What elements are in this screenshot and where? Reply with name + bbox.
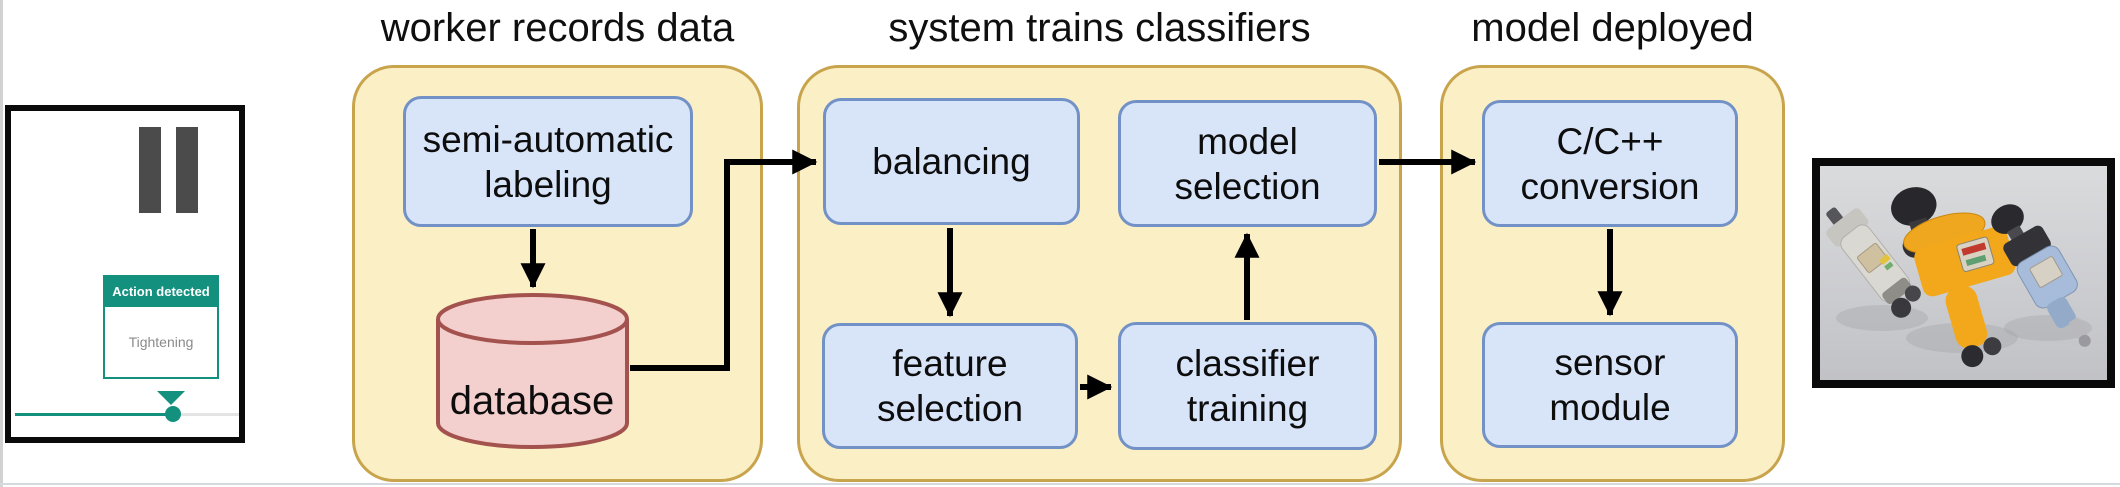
node-cpp-conversion: C/C++ conversion	[1482, 100, 1738, 227]
node-label: classifier training	[1175, 343, 1320, 429]
progress-thumb[interactable]	[165, 406, 181, 422]
video-progress-bar[interactable]	[15, 406, 239, 422]
stage-title-worker-records-data: worker records data	[380, 6, 735, 50]
white-drill	[1826, 207, 1921, 318]
database-cylinder-icon: database	[436, 293, 629, 449]
blue-drill	[1991, 204, 2091, 347]
progress-fill	[15, 413, 173, 416]
node-semi-automatic-labeling: semi-automatic labeling	[403, 96, 693, 227]
node-label: sensor module	[1549, 342, 1671, 428]
action-detected-popup: Action detected Tightening	[103, 275, 219, 379]
node-label: balancing	[872, 141, 1031, 182]
node-label: C/C++ conversion	[1520, 120, 1700, 207]
popup-title: Action detected	[103, 275, 219, 307]
pause-icon[interactable]	[139, 127, 205, 213]
pause-bar-right	[176, 127, 198, 213]
stage-title-model-deployed: model deployed	[1471, 6, 1754, 50]
page-left-edge	[0, 0, 3, 487]
pause-bar-left	[139, 127, 161, 213]
page-bottom-edge	[0, 483, 2120, 485]
yellow-drill	[1891, 187, 2016, 368]
node-classifier-training: classifier training	[1118, 322, 1377, 450]
node-label: database	[450, 379, 615, 423]
node-balancing: balancing	[823, 98, 1080, 225]
node-label: model selection	[1174, 120, 1321, 207]
node-feature-selection: feature selection	[822, 323, 1078, 449]
power-tools-illustration	[1820, 166, 2107, 380]
node-sensor-module: sensor module	[1482, 322, 1738, 448]
stage-title-system-trains-classifiers: system trains classifiers	[888, 6, 1311, 50]
timeline-marker-icon	[157, 391, 185, 405]
node-label: semi-automatic labeling	[422, 118, 674, 205]
action-label: Tightening	[103, 307, 219, 379]
video-player-panel: Action detected Tightening	[5, 105, 245, 443]
node-label: feature selection	[876, 343, 1024, 429]
power-tools-photo	[1812, 158, 2115, 388]
node-model-selection: model selection	[1118, 100, 1377, 227]
